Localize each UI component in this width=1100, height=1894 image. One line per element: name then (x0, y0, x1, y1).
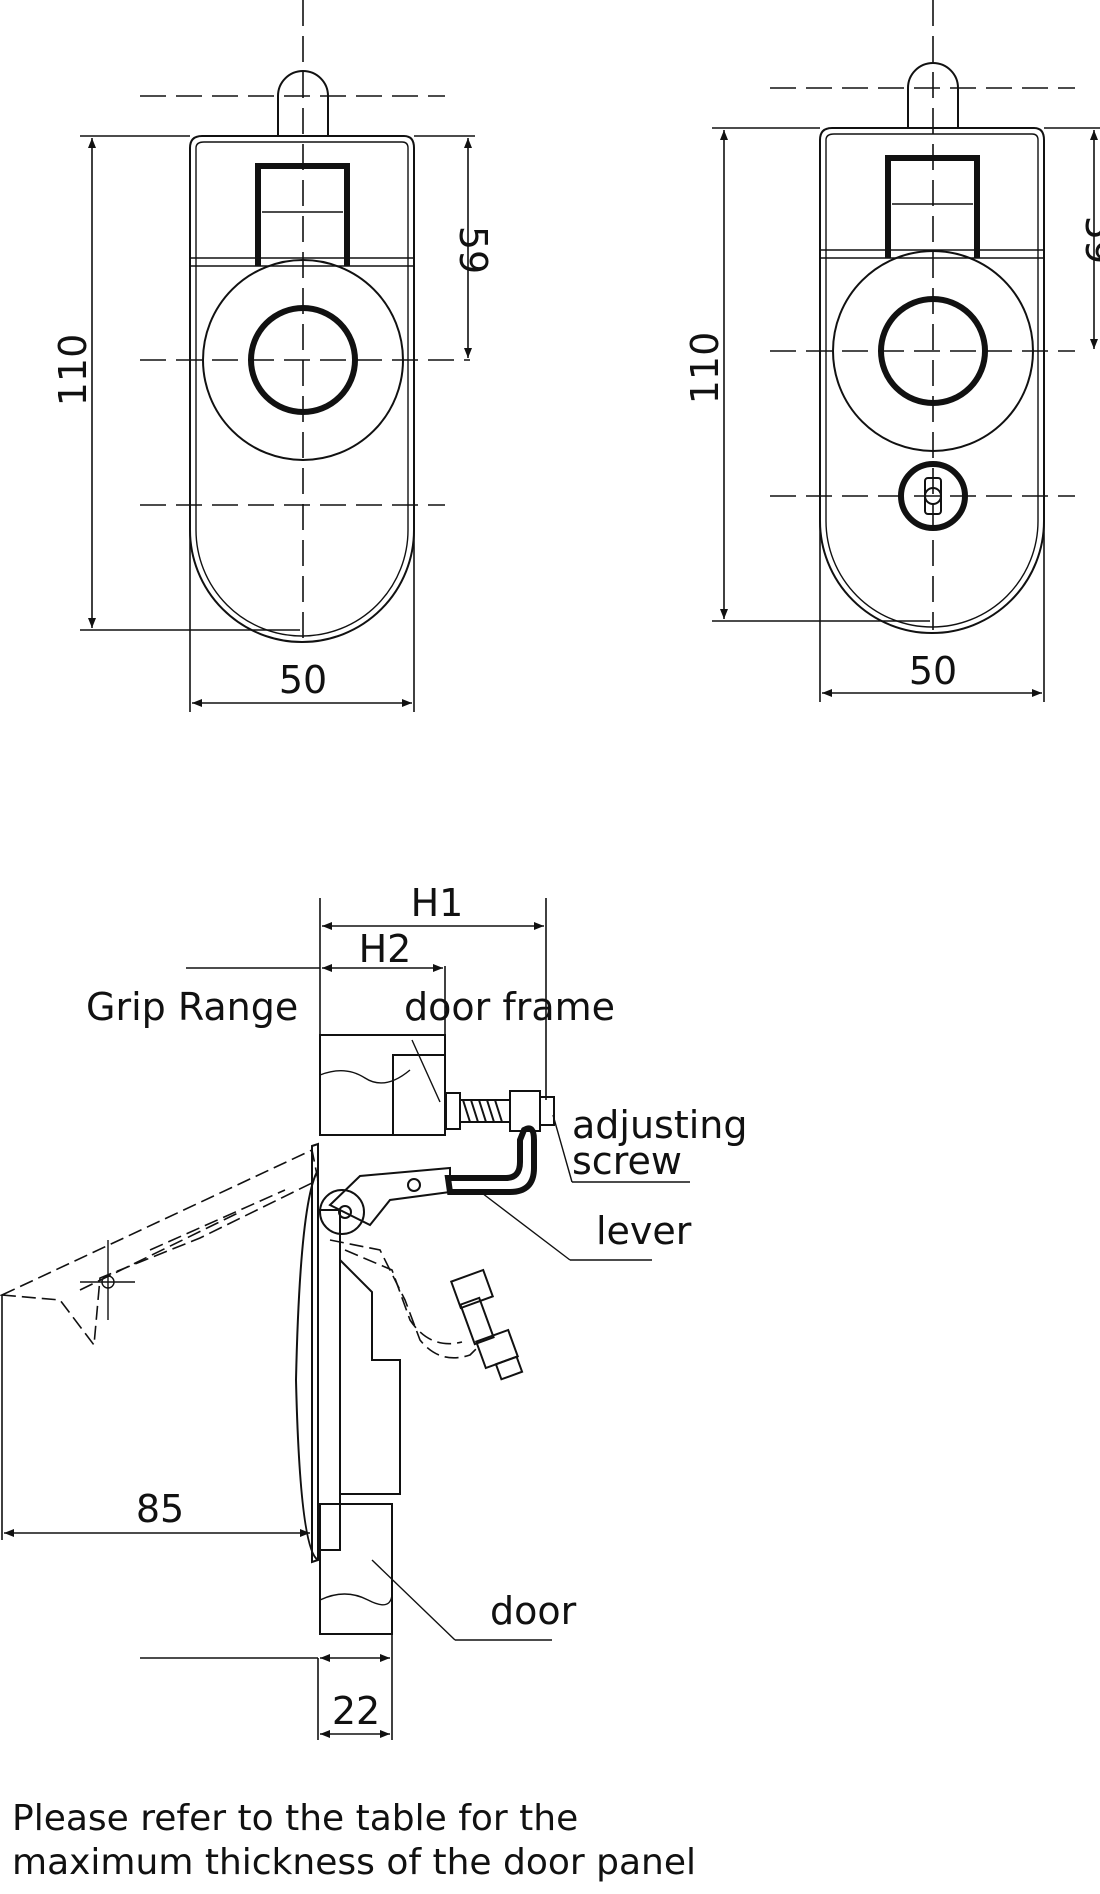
handle-profile (294, 1169, 319, 1561)
hook (444, 1125, 537, 1195)
thread-marks (462, 1099, 503, 1123)
label-door: door (490, 1589, 577, 1633)
dim-door-label: 22 (332, 1689, 380, 1733)
dim-h1-label: H1 (411, 881, 464, 925)
keyhole-center (924, 487, 942, 505)
dim-handle-label: 59 (451, 226, 495, 274)
screw-head (539, 1096, 555, 1126)
open-handle-phantom (0, 1148, 319, 1348)
screw-leader (552, 1114, 573, 1183)
handle-slot (885, 155, 980, 258)
nut-phantom (474, 1328, 520, 1370)
door-panel-edge (317, 1209, 341, 1551)
body-inner-outline (195, 141, 409, 637)
outer-ring (832, 250, 1034, 452)
break-line (319, 1593, 393, 1606)
center-hole (878, 296, 988, 406)
break-line (319, 1069, 411, 1084)
top-loop (277, 70, 329, 136)
dim-height-label: 110 (51, 334, 95, 407)
label-adjusting: adjusting (572, 1103, 748, 1147)
note-line-1: Please refer to the table for the (12, 1798, 579, 1839)
nut (445, 1092, 461, 1130)
center-hole (248, 305, 358, 415)
top-loop (907, 62, 959, 128)
label-door-frame: door frame (404, 985, 615, 1029)
screw-tip-phantom (494, 1355, 524, 1381)
dim-width-label: 50 (909, 649, 957, 693)
body-outline (819, 127, 1045, 634)
lever-arm (328, 1166, 451, 1227)
screw-phantom (459, 1296, 495, 1346)
nut-phantom (449, 1268, 495, 1310)
label-screw: screw (572, 1139, 682, 1183)
label-grip-range: Grip Range (86, 985, 298, 1029)
key-lock-icon (898, 461, 968, 531)
open-handle-phantom (79, 1189, 286, 1291)
dim-width-label: 50 (279, 658, 327, 702)
front-view-left: 110 59 50 (51, 0, 495, 712)
note-line-2: maximum thickness of the door panel (12, 1842, 697, 1883)
door-block (319, 1503, 393, 1635)
body-outline (189, 135, 415, 643)
nut (509, 1090, 541, 1132)
dim-height-label: 110 (683, 332, 727, 405)
lever-phantom (344, 1249, 463, 1345)
outer-ring (202, 259, 404, 461)
door-leader (371, 1559, 456, 1641)
body-inner-outline (825, 133, 1039, 628)
pivot-icon (407, 1178, 421, 1192)
label-lever: lever (596, 1209, 692, 1253)
dim-h2-label: H2 (359, 927, 412, 971)
lever-leader (477, 1189, 571, 1261)
dim-handle-label: 59 (1077, 216, 1100, 264)
dim-open-label: 85 (136, 1487, 184, 1531)
side-view: H1 H2 Grip Range door frame adjusting sc… (0, 881, 748, 1740)
lever-pivot-boss (319, 1189, 365, 1235)
body-housing (339, 1259, 401, 1495)
door-frame-leader (411, 1039, 441, 1103)
handle-slot (255, 163, 350, 266)
door-frame-block (319, 1034, 446, 1136)
lever-phantom (329, 1239, 481, 1359)
front-view-right: 110 59 50 (683, 0, 1100, 702)
